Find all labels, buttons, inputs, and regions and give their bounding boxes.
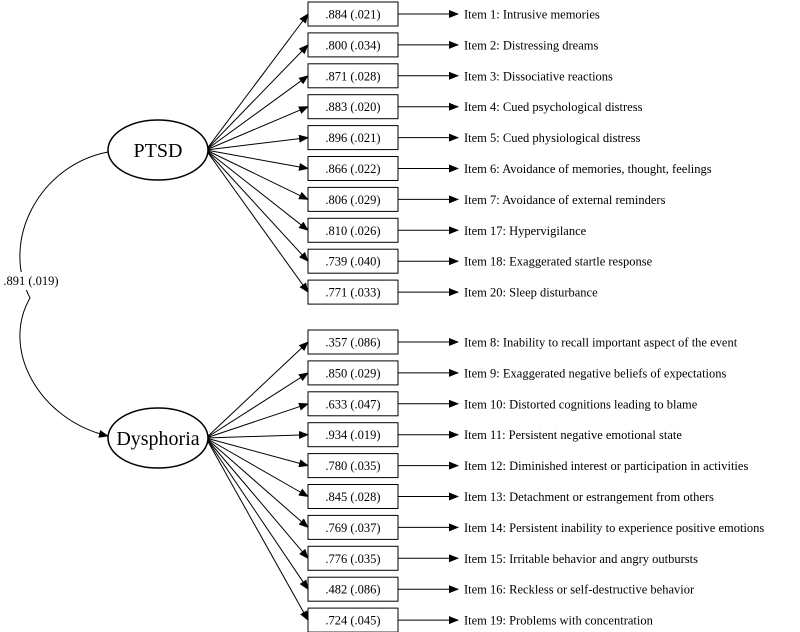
item-label: Item 20: Sleep disturbance [464, 286, 598, 300]
loading-box [307, 453, 399, 479]
loading-value: .883 (.020) [325, 100, 380, 114]
item-label: Item 16: Reckless or self-destructive be… [464, 583, 695, 597]
loading-value: .771 (.033) [325, 286, 380, 300]
item-label: Item 3: Dissociative reactions [464, 69, 613, 83]
loading-box [307, 63, 399, 89]
loading-value: .776 (.035) [325, 552, 380, 566]
item-label: Item 18: Exaggerated startle response [464, 255, 653, 269]
item-label: Item 7: Avoidance of external reminders [464, 193, 666, 207]
loading-arrow [205, 149, 309, 293]
loading-arrow [205, 437, 309, 621]
loading-arrow [205, 149, 309, 171]
loading-arrow [205, 341, 309, 439]
loading-box [307, 360, 399, 386]
loading-box [307, 576, 399, 602]
loading-arrow [205, 106, 309, 151]
loading-value: .724 (.045) [325, 614, 380, 628]
loading-arrow [205, 44, 309, 151]
loading-value: .357 (.086) [325, 336, 380, 350]
loading-box [307, 279, 399, 305]
loading-value: .769 (.037) [325, 521, 380, 535]
item-label: Item 5: Cued physiological distress [464, 131, 641, 145]
loading-box [307, 217, 399, 243]
loading-arrow [205, 149, 309, 262]
loading-arrow [205, 437, 309, 468]
correlation-label: .891 (.019) [3, 274, 58, 288]
item-label: Item 11: Persistent negative emotional s… [464, 428, 682, 442]
nodes-layer: .884 (.021) Item 1: Intrusive memories .80… [0, 1, 764, 632]
loading-box [307, 156, 399, 181]
loading-arrow [205, 149, 309, 231]
correlation-arrow [19, 146, 118, 438]
loading-value: .482 (.086) [325, 583, 380, 597]
item-label: Item 2: Distressing dreams [464, 38, 598, 52]
item-label: Item 14: Persistent inability to experie… [464, 521, 764, 535]
item-label: Item 17: Hypervigilance [464, 224, 587, 238]
loading-box [307, 186, 399, 212]
loading-arrow [205, 437, 309, 497]
item-label: Item 19: Problems with concentration [464, 614, 654, 628]
loading-value: .633 (.047) [325, 397, 380, 411]
factor-ellipse [107, 407, 209, 469]
loading-arrow [205, 149, 309, 200]
factor-label: PTSD [134, 140, 183, 162]
loading-box [307, 391, 399, 417]
loading-box [307, 484, 399, 509]
loading-value: .800 (.034) [325, 38, 380, 52]
loading-arrow [205, 437, 309, 591]
loading-box [307, 125, 399, 151]
loading-box [307, 422, 399, 448]
loading-box [307, 329, 399, 355]
loading-arrow [205, 402, 309, 439]
item-label: Item 8: Inability to recall important as… [464, 336, 738, 350]
loading-box [307, 514, 399, 540]
loading-box [307, 607, 399, 632]
loading-value: .896 (.021) [325, 131, 380, 145]
item-label: Item 6: Avoidance of memories, thought, … [464, 162, 712, 176]
loading-arrow [205, 430, 309, 439]
item-label: Item 12: Diminished interest or particip… [464, 459, 748, 473]
loading-box [307, 32, 399, 58]
item-label: Item 1: Intrusive memories [464, 8, 600, 22]
item-label: Item 10: Distorted cognitions leading to… [464, 397, 698, 411]
loading-box [307, 1, 399, 27]
factor-ellipse [107, 119, 209, 181]
loading-arrow [205, 13, 309, 151]
loading-value: .806 (.029) [325, 193, 380, 207]
loading-value: .780 (.035) [325, 459, 380, 473]
loading-value: .884 (.021) [325, 8, 380, 22]
loading-value: .850 (.029) [325, 366, 380, 380]
item-label: Item 9: Exaggerated negative beliefs of … [464, 366, 727, 380]
loading-arrow [205, 437, 309, 560]
loading-box [307, 545, 399, 571]
loading-box [307, 94, 399, 120]
factor-label: Dysphoria [116, 428, 199, 450]
loading-arrow [205, 75, 309, 151]
loading-value: .845 (.028) [325, 490, 380, 504]
loading-arrow [205, 134, 309, 151]
loading-arrow [205, 372, 309, 439]
loading-box [307, 248, 399, 274]
item-label: Item 15: Irritable behavior and angry ou… [464, 552, 698, 566]
loading-arrow [205, 437, 309, 529]
loading-value: .866 (.022) [325, 162, 380, 176]
loading-value: .810 (.026) [325, 224, 380, 238]
edges-layer [19, 10, 459, 625]
correlation-label-bg [0, 272, 62, 290]
item-label: Item 13: Detachment or estrangement from… [464, 490, 714, 504]
loading-value: .934 (.019) [325, 428, 380, 442]
loading-value: .871 (.028) [325, 69, 380, 83]
item-label: Item 4: Cued psychological distress [464, 100, 643, 114]
loading-value: .739 (.040) [325, 255, 380, 269]
